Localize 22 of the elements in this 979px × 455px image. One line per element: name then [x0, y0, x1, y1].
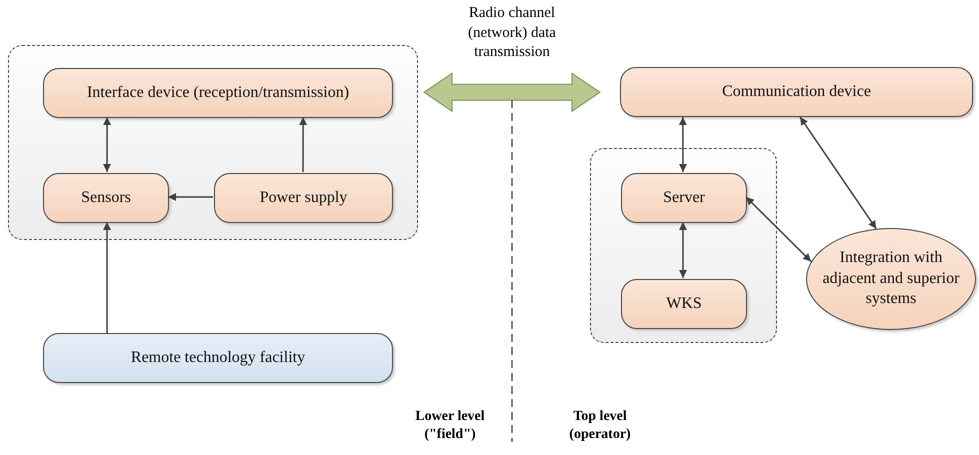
process-box: Interface device (reception/transmission): [43, 68, 393, 118]
arrow: [168, 193, 213, 201]
system-ellipse: Integration with adjacent and superior systems: [806, 228, 976, 330]
process-box: Remote technology facility: [43, 333, 393, 383]
arrow: [745, 196, 812, 262]
arrow: [679, 222, 687, 278]
arrow: [299, 117, 308, 172]
level-label: Top level (operator): [568, 408, 632, 444]
process-box: Server: [621, 173, 747, 223]
arrow: [678, 117, 687, 172]
arrow: [103, 222, 112, 333]
double-block-arrow: [423, 72, 601, 112]
process-box: Sensors: [43, 173, 169, 223]
arrow: [799, 116, 877, 230]
process-box: Power supply: [214, 173, 393, 223]
level-label: Lower level ("field"): [414, 408, 486, 444]
process-box: Communication device: [620, 67, 973, 117]
dashed-group-box: [8, 45, 418, 240]
edge-label: Radio channel (network) data transmission: [467, 4, 557, 62]
dashed-group-box: [590, 148, 777, 343]
process-box: WKS: [621, 279, 747, 329]
arrow: [103, 117, 112, 172]
